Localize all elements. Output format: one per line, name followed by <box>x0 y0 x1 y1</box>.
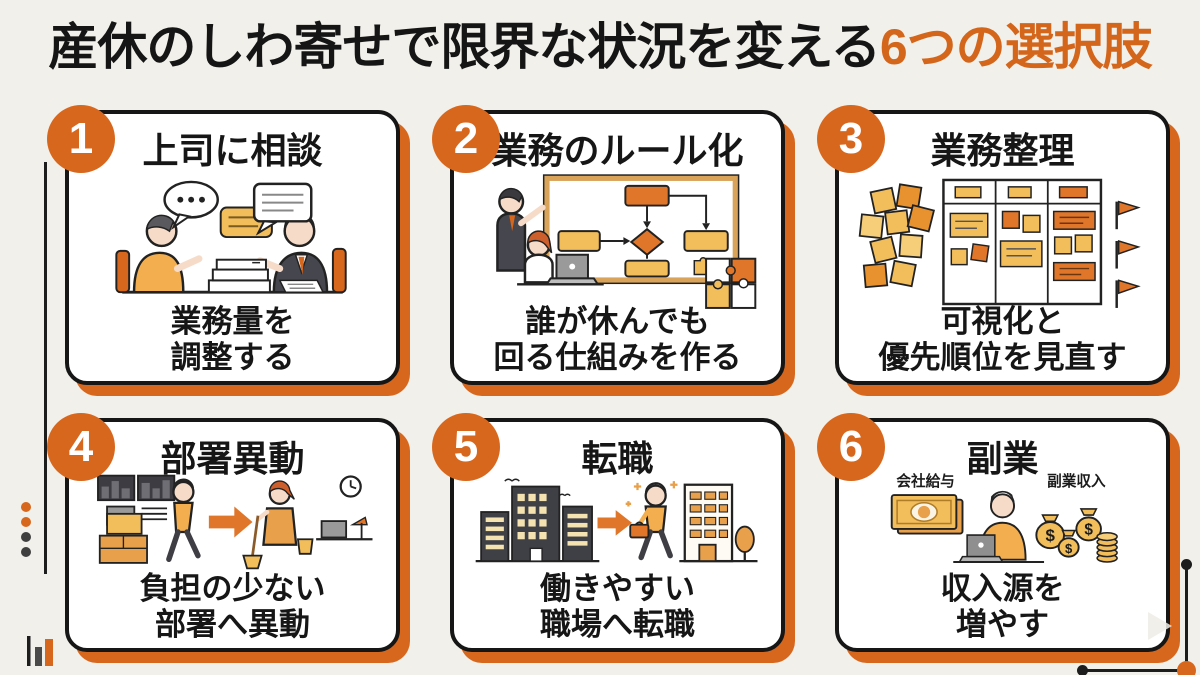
task-organizing-illustration <box>845 170 1160 312</box>
department-transfer-icon <box>97 474 373 570</box>
page-title-black: 産休のしわ寄せで限界な状況を変える <box>48 19 880 75</box>
side-business-illustration: 会社給与 副業収入 <box>845 472 1160 572</box>
decor-dot-dark-2 <box>21 547 31 557</box>
card-4-number: 4 <box>68 422 94 471</box>
card-2-number-badge: 2 <box>432 105 500 173</box>
card-1-title: 上司に相談 <box>142 130 323 171</box>
card-5-number: 5 <box>453 422 479 471</box>
kanban-board-icon <box>858 178 1141 308</box>
card-3-caption: 可視化と 優先順位を見直す <box>839 304 1166 376</box>
connector-dot-orange <box>1177 661 1196 675</box>
flowchart-whiteboard-icon <box>496 174 757 309</box>
card-6-number: 6 <box>838 422 864 471</box>
decor-dot-orange-1 <box>21 502 31 512</box>
card-side-business: 6 副業 会社給与 副業収入 <box>817 413 1170 652</box>
card-6-caption-line2: 増やす <box>956 607 1049 643</box>
card-3-number-badge: 3 <box>817 105 885 173</box>
job-change-illustration <box>460 472 775 572</box>
card-consult-boss: 1 上司に相談 <box>47 105 400 385</box>
tree-icon <box>734 525 755 553</box>
card-5-caption: 働きやすい 職場へ転職 <box>454 571 781 643</box>
book-stack-icon <box>207 258 271 294</box>
page-title-orange: 6つの選択肢 <box>879 19 1153 75</box>
banknote-icon <box>890 494 964 535</box>
job-change-arrow-icon <box>597 510 633 536</box>
card-2-number: 2 <box>453 114 479 163</box>
card-1-caption: 業務量を 調整する <box>69 304 396 376</box>
card-4-title: 部署異動 <box>160 438 305 479</box>
sparkles-icon <box>625 481 678 507</box>
card-1-caption-line2: 調整する <box>170 340 295 376</box>
card-1-number-badge: 1 <box>47 105 115 173</box>
connector-dot-left <box>1077 665 1088 675</box>
card-department-transfer: 4 部署異動 <box>47 413 400 652</box>
card-6-caption-line1: 収入源を <box>940 571 1065 607</box>
dollar-sign: $ <box>1045 526 1055 545</box>
bottom-right-horizontal-line <box>1083 669 1187 672</box>
department-transfer-illustration <box>75 472 390 572</box>
card-6-title: 副業 <box>966 438 1039 479</box>
page-title: 産休のしわ寄せで限界な状況を変える6つの選択肢 <box>0 20 1200 75</box>
briefcase-icon <box>629 523 650 539</box>
card-3-caption-line2: 優先順位を見直す <box>878 340 1127 376</box>
side-income-label: 副業収入 <box>1047 472 1106 490</box>
card-6-number-badge: 6 <box>817 413 885 481</box>
card-6-caption: 収入源を 増やす <box>839 571 1166 643</box>
coin-stack-icon <box>1096 532 1118 563</box>
priority-flags-icon <box>1115 200 1141 308</box>
card-3-number: 3 <box>838 114 864 163</box>
job-change-icon <box>475 478 758 563</box>
puzzle-pieces-icon <box>705 257 757 309</box>
transfer-arrow-icon <box>208 506 253 538</box>
card-1-number: 1 <box>68 114 94 163</box>
card-2-title: 業務のルール化 <box>491 130 744 171</box>
scattered-notes-icon <box>858 183 935 289</box>
left-vertical-line <box>44 162 47 574</box>
company-salary-label: 会社給与 <box>896 472 954 490</box>
card-workflow-rules: 2 業務のルール化 <box>432 105 785 385</box>
card-4-number-badge: 4 <box>47 413 115 481</box>
money-bags-icon: $ $ $ <box>1035 508 1102 558</box>
card-5-number-badge: 5 <box>432 413 500 481</box>
card-5-caption-line2: 職場へ転職 <box>540 607 695 643</box>
card-4-caption-line2: 部署へ異動 <box>155 607 310 643</box>
card-5-title: 転職 <box>581 438 654 479</box>
workflow-rules-illustration <box>460 170 775 312</box>
card-1-caption-line1: 業務量を <box>170 304 295 340</box>
card-job-change: 5 転職 <box>432 413 785 652</box>
side-business-icon: 会社給与 副業収入 <box>890 472 1118 563</box>
consult-boss-icon <box>115 180 347 294</box>
speech-bubble-icon <box>163 180 219 231</box>
bottom-right-vertical-line <box>1185 566 1188 671</box>
dollar-sign: $ <box>1065 541 1073 556</box>
connector-dot-top <box>1181 559 1192 570</box>
decor-dot-dark-1 <box>21 532 31 542</box>
card-2-caption-line1: 誰が休んでも <box>525 304 710 340</box>
card-4-caption-line1: 負担の少ない <box>139 571 326 607</box>
card-task-organizing: 3 業務整理 <box>817 105 1170 385</box>
card-5-caption-line1: 働きやすい <box>540 571 695 607</box>
decor-dot-orange-2 <box>21 517 31 527</box>
card-2-caption: 誰が休んでも 回る仕組みを作る <box>454 304 781 376</box>
card-2-caption-line2: 回る仕組みを作る <box>493 340 742 376</box>
bar-chart-icon <box>27 636 53 666</box>
card-3-title: 業務整理 <box>930 130 1075 171</box>
next-arrow-icon[interactable] <box>1148 612 1172 640</box>
dollar-sign: $ <box>1084 521 1093 538</box>
card-4-caption: 負担の少ない 部署へ異動 <box>69 571 396 643</box>
card-3-caption-line1: 可視化と <box>940 304 1065 340</box>
chat-bubble-white-icon <box>252 182 313 236</box>
consult-boss-illustration <box>75 170 390 312</box>
